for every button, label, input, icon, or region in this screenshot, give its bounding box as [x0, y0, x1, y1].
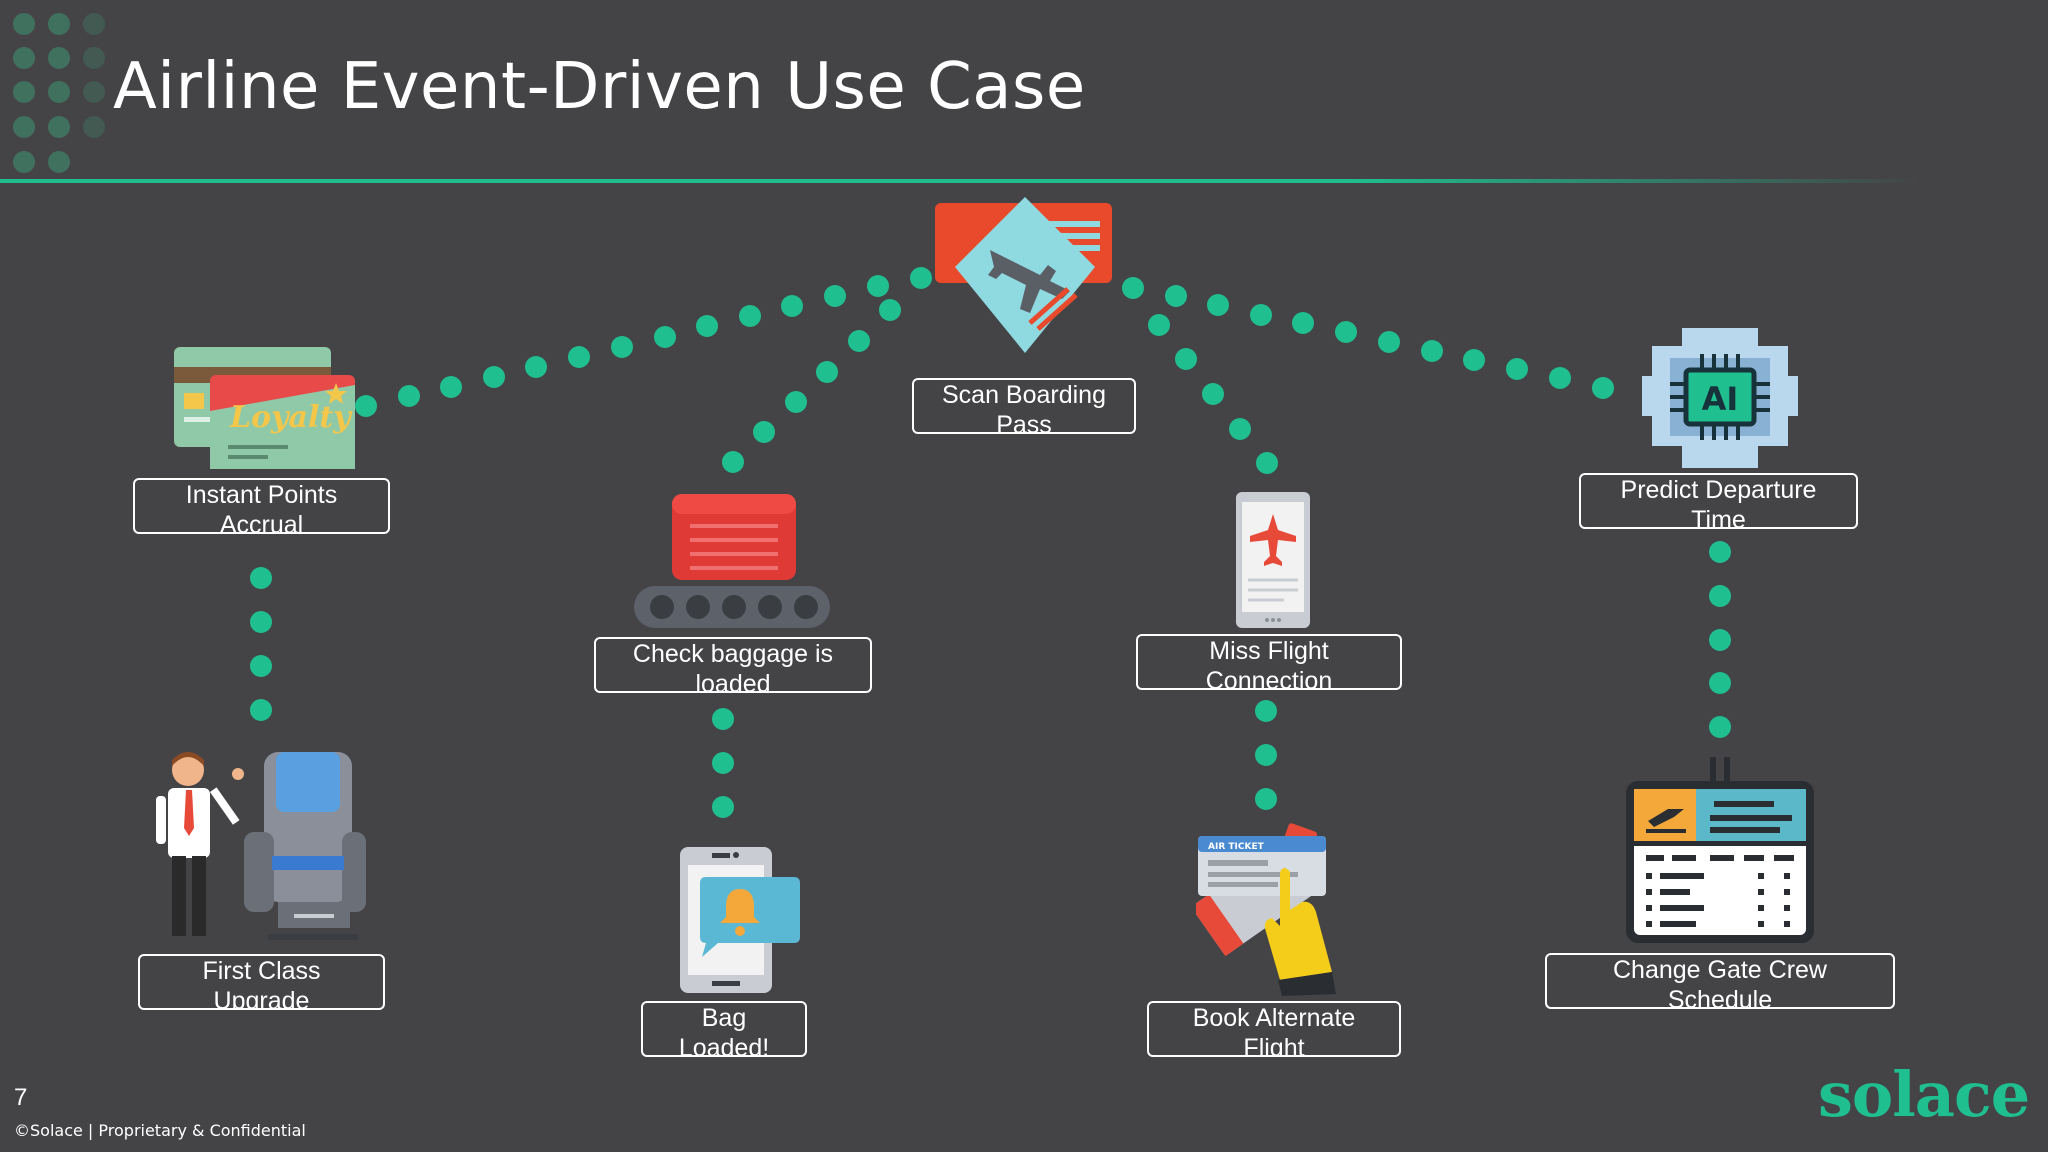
air-ticket-text: AIR TICKET [1208, 842, 1265, 852]
solace-logo: solace [1818, 1058, 2048, 1152]
logo-text: solace [1818, 1058, 2030, 1131]
baggage-conveyor-icon [634, 494, 830, 628]
phone-notification-icon [680, 847, 800, 993]
seat-upgrade-icon [156, 752, 366, 940]
node-label-line2: Accrual [219, 511, 304, 534]
node-label-line1: Bag [701, 1004, 747, 1032]
air-ticket-icon: AIR TICKET [1196, 823, 1336, 996]
node-bag-loaded: Bag Loaded! [641, 1001, 807, 1057]
departure-board-icon [1626, 757, 1814, 943]
node-change-gate: Change Gate Crew Schedule [1545, 953, 1895, 1009]
boarding-pass-icon [935, 197, 1112, 353]
page-number: 7 [14, 1084, 28, 1111]
node-label-line2: Schedule [1667, 986, 1773, 1009]
node-label-line1: Predict Departure [1620, 476, 1817, 504]
node-book-alternate: Book Alternate Flight [1147, 1001, 1401, 1057]
footer-copyright: ©Solace | Proprietary & Confidential [14, 1121, 306, 1140]
node-label-line1: Instant Points [185, 481, 338, 509]
node-label-line2: Connection [1205, 667, 1333, 690]
node-label-line1: Check baggage is [632, 640, 834, 668]
slide-title: Airline Event-Driven Use Case [113, 50, 1086, 124]
node-scan-boarding-pass: Scan Boarding Pass [912, 378, 1136, 434]
loyalty-card-icon: Loyalty [174, 347, 355, 469]
node-label-line2: Loaded! [678, 1034, 770, 1057]
decorative-dot-grid [13, 13, 105, 173]
node-label-line2: Pass [996, 411, 1052, 434]
phone-flight-icon [1236, 492, 1310, 628]
node-instant-points: Instant Points Accrual [133, 478, 390, 534]
node-predict-departure: Predict Departure Time [1579, 473, 1858, 529]
loyalty-text: Loyalty [229, 400, 353, 435]
node-label-line2: Upgrade [213, 987, 310, 1010]
node-label-line2: Time [1691, 506, 1746, 529]
node-label-line1: First Class [202, 957, 321, 985]
node-miss-flight: Miss Flight Connection [1136, 634, 1402, 690]
title-divider [0, 179, 1920, 183]
node-label-line1: Change Gate Crew [1612, 956, 1827, 984]
node-label-line1: Miss Flight [1209, 637, 1329, 665]
node-label-line1: Book Alternate [1192, 1004, 1356, 1032]
node-label-line1: Scan Boarding [941, 381, 1106, 409]
node-label-line2: Flight [1243, 1034, 1305, 1057]
node-check-baggage: Check baggage is loaded [594, 637, 872, 693]
node-label-line2: loaded [695, 670, 771, 693]
node-first-class: First Class Upgrade [138, 954, 385, 1010]
ai-text: AI [1702, 380, 1739, 418]
ai-chip-icon: AI [1642, 328, 1798, 468]
